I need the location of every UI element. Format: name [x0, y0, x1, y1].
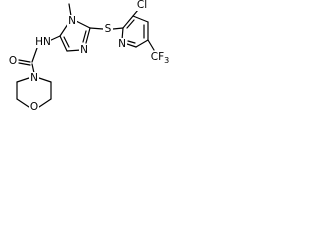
bonds [16, 3, 155, 108]
bond-im-c4-c5-inner [63, 36, 70, 48]
bond-im-c2-s [89, 27, 104, 30]
nh-label: HN [35, 36, 51, 48]
bond-im-c5-n1 [59, 23, 69, 37]
bond-morph-c4-n [38, 77, 52, 83]
bond-nh-carbonyl-c [31, 47, 38, 63]
bond-carbonyl-c-morpholine-n [31, 63, 35, 74]
bond-py-c3-c4 [132, 15, 149, 23]
bond-im-c4-c5 [59, 35, 68, 52]
bond-morph-n-c1 [16, 77, 30, 83]
morpholine-o-label: O [30, 101, 38, 113]
bond-py-c5-c6 [135, 39, 149, 48]
imidazole-n-methyl-label: N [68, 15, 76, 27]
bond-s-py-c2 [112, 27, 124, 30]
bond-py-c5-cf3 [147, 39, 155, 51]
sulfur-label: S [105, 23, 112, 35]
bond-py-c2-c3 [122, 15, 134, 29]
chlorine-label: Cl [137, 0, 147, 11]
trifluoromethyl-label: CF3 [151, 51, 169, 65]
carbonyl-oxygen-label: O [9, 55, 17, 67]
bond-morph-c2-o [16, 98, 30, 108]
imidazole-n3-label: N [80, 44, 88, 56]
bond-py-c6-n [126, 43, 137, 48]
pyridine-n-label: N [118, 38, 126, 50]
bond-py-c6-n-inner [127, 40, 136, 44]
chemical-structure-diagram: HN N N S Cl N CF3 O N O [8, 0, 173, 113]
bond-im-n3-c4 [66, 49, 82, 52]
bond-im-n1-c2 [75, 20, 91, 29]
bond-carbonyl-c-o-1 [18, 59, 31, 63]
bond-n1-methyl [68, 3, 72, 17]
morpholine-n-label: N [30, 72, 38, 84]
bond-morph-o-c3 [38, 98, 52, 108]
bond-carbonyl-c-o-2 [18, 62, 31, 66]
bond-py-c2-c3-inner [126, 19, 135, 29]
bond-im-c2-n3-inner [82, 30, 87, 43]
atom-labels: HN N N S Cl N CF3 O N O [8, 0, 173, 113]
bond-im-c2-n3 [85, 27, 91, 44]
